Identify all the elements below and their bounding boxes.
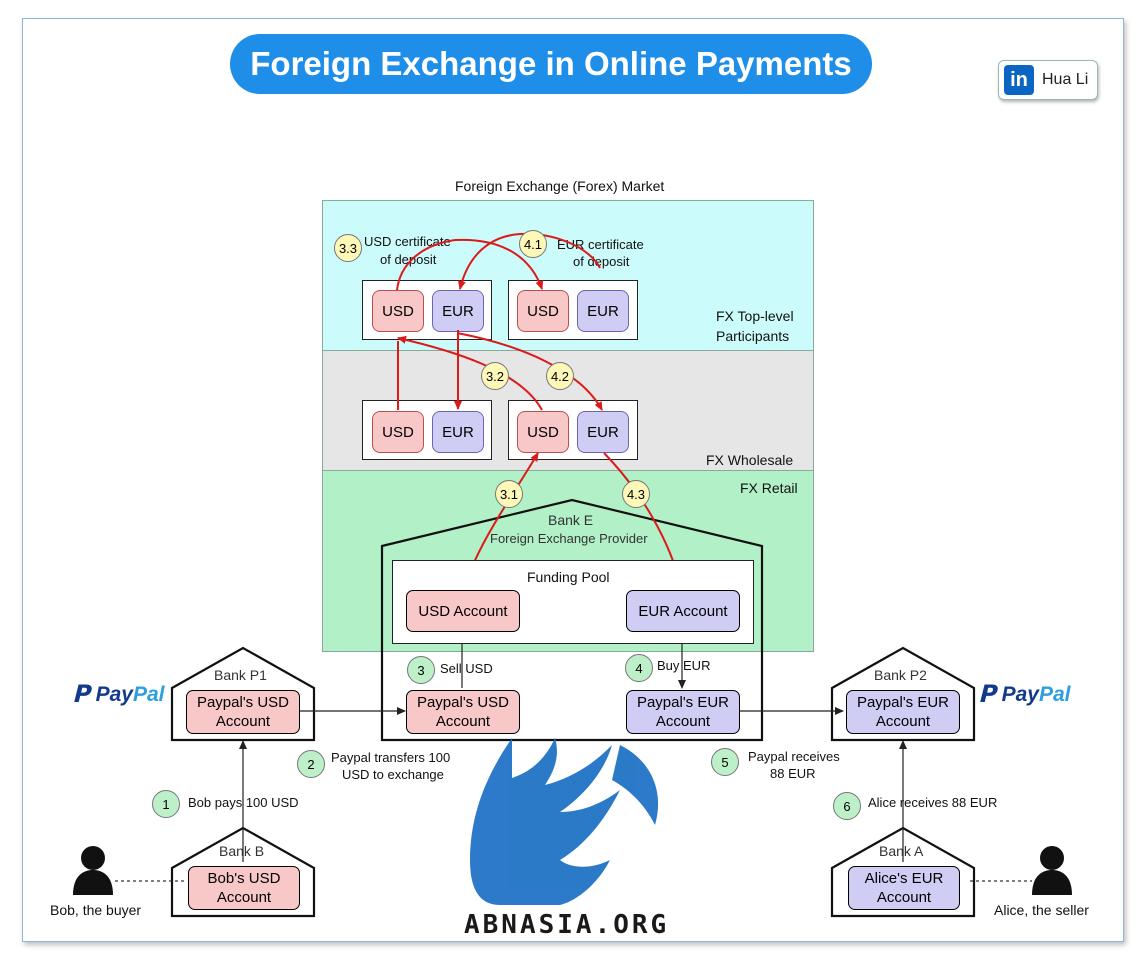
- buyer-label: Bob, the buyer: [50, 902, 142, 918]
- bank-e-house: [380, 498, 764, 742]
- top-level-label-2: Participants: [716, 328, 790, 344]
- step-5-text-1: Paypal receives: [748, 749, 840, 764]
- paypal-pal-text: Pal: [1038, 682, 1071, 706]
- account-line-2: Account: [435, 713, 491, 730]
- bank-p1-paypal-usd-account: Paypal's USD Account: [186, 690, 300, 734]
- step-5-text-2: 88 EUR: [770, 766, 816, 781]
- wholesale-label: FX Wholesale: [706, 452, 794, 468]
- wholesale-b-eur: EUR: [577, 411, 629, 453]
- wholesale-a-eur: EUR: [432, 411, 484, 453]
- account-line-1: Paypal's EUR: [856, 694, 950, 711]
- account-line-2: Account: [876, 889, 932, 906]
- author-name: Hua Li: [1042, 71, 1089, 88]
- account-line-2: Account: [215, 713, 271, 730]
- bank-e-subtitle: Foreign Exchange Provider: [490, 531, 648, 546]
- usd-certificate-label-2: of deposit: [380, 252, 437, 267]
- usd-certificate-label-1: USD certificate: [364, 234, 451, 249]
- wholesale-b-usd: USD: [517, 411, 569, 453]
- step-3-2-marker: 3.2: [481, 362, 509, 390]
- funding-pool-title: Funding Pool: [527, 569, 610, 585]
- step-3-text: Sell USD: [440, 661, 493, 676]
- bank-a-name: Bank A: [879, 843, 924, 859]
- top-b-eur: EUR: [577, 290, 629, 332]
- step-4-3-marker: 4.3: [622, 480, 650, 508]
- step-4-text: Buy EUR: [657, 658, 711, 673]
- account-line-1: Alice's EUR: [864, 870, 944, 887]
- watermark-bird-icon: [470, 738, 659, 905]
- forex-market-title: Foreign Exchange (Forex) Market: [455, 178, 665, 194]
- step-2-text-2: USD to exchange: [342, 767, 444, 782]
- step-6-marker: 6: [833, 792, 861, 820]
- account-line-2: Account: [216, 889, 272, 906]
- account-line-1: Paypal's EUR: [636, 694, 730, 711]
- top-a-usd: USD: [372, 290, 424, 332]
- bank-p2-name: Bank P2: [874, 667, 927, 683]
- account-line-1: Paypal's USD: [196, 694, 290, 711]
- step-2-marker: 2: [297, 750, 325, 778]
- step-4-2-marker: 4.2: [546, 362, 574, 390]
- linkedin-icon: in: [1004, 65, 1034, 95]
- account-line-2: Account: [655, 713, 711, 730]
- paypal-p-icon: 𝗣: [978, 681, 996, 708]
- seller-label: Alice, the seller: [994, 902, 1089, 918]
- retail-label: FX Retail: [740, 480, 798, 496]
- bank-e-name: Bank E: [548, 512, 594, 528]
- account-line-1: Paypal's USD: [416, 694, 510, 711]
- step-4-1-marker: 4.1: [519, 230, 547, 258]
- bank-p2-paypal-eur-account: Paypal's EUR Account: [846, 690, 960, 734]
- bank-e-eur-account: EUR Account: [626, 590, 740, 632]
- alice-eur-account: Alice's EUR Account: [848, 866, 960, 910]
- step-6-text: Alice receives 88 EUR: [868, 795, 998, 810]
- bank-b-name: Bank B: [219, 843, 265, 859]
- account-line-1: Bob's USD: [207, 870, 281, 887]
- step-1-marker: 1: [152, 790, 180, 818]
- paypal-pay-text: Pay: [1001, 682, 1039, 706]
- alice-person-icon: [1032, 846, 1072, 895]
- diagram-title: Foreign Exchange in Online Payments: [230, 34, 872, 94]
- paypal-pal-text: Pal: [132, 682, 165, 706]
- author-badge[interactable]: in Hua Li: [998, 60, 1098, 100]
- watermark-text: ABNASIA.ORG: [464, 910, 670, 940]
- step-1-text: Bob pays 100 USD: [188, 795, 299, 810]
- paypal-p-icon: 𝗣: [72, 681, 90, 708]
- wholesale-a-usd: USD: [372, 411, 424, 453]
- account-line-2: Account: [875, 713, 931, 730]
- step-3-3-marker: 3.3: [334, 234, 362, 262]
- bank-e-paypal-usd-account: Paypal's USD Account: [406, 690, 520, 734]
- top-b-usd: USD: [517, 290, 569, 332]
- paypal-pay-text: Pay: [95, 682, 133, 706]
- step-4-marker: 4: [625, 654, 653, 682]
- top-level-label-1: FX Top-level: [716, 308, 794, 324]
- top-a-eur: EUR: [432, 290, 484, 332]
- bob-usd-account: Bob's USD Account: [188, 866, 300, 910]
- eur-certificate-label-2: of deposit: [573, 254, 630, 269]
- step-3-marker: 3: [407, 656, 435, 684]
- bank-e-usd-account: USD Account: [406, 590, 520, 632]
- bank-e-paypal-eur-account: Paypal's EUR Account: [626, 690, 740, 734]
- bob-person-icon: [73, 846, 113, 895]
- step-2-text-1: Paypal transfers 100: [331, 750, 451, 765]
- step-3-1-marker: 3.1: [495, 480, 523, 508]
- bank-p1-name: Bank P1: [214, 667, 267, 683]
- step-5-marker: 5: [711, 748, 739, 776]
